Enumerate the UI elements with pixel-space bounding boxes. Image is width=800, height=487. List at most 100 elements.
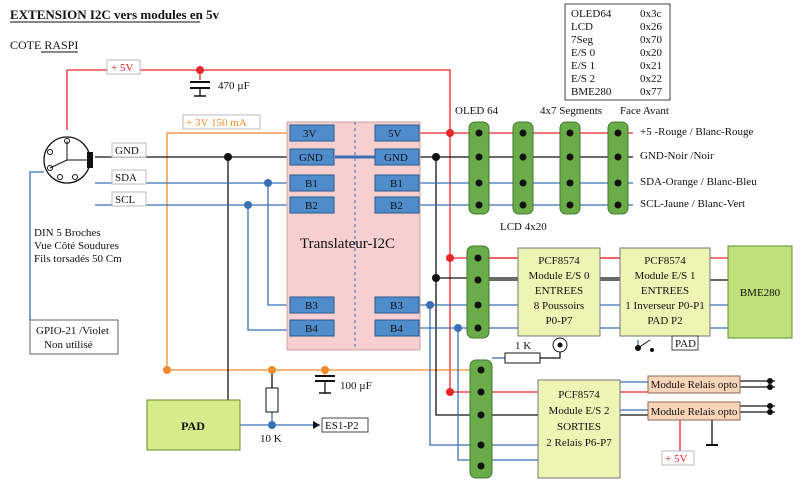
pcf-module-2: [537, 379, 621, 479]
din-scl-box: [111, 191, 147, 207]
page-title: EXTENSION I2C vers modules en 5v: [10, 7, 220, 22]
din-note: Vue Côté Soudures: [34, 240, 119, 252]
din-sda-box: [111, 169, 147, 185]
pin-label: 5V: [388, 128, 402, 140]
junctions: [163, 66, 462, 429]
pad-label: PAD: [181, 419, 205, 433]
module-line: SORTIES: [557, 421, 601, 433]
resistor-10k-icon: [265, 387, 279, 413]
bme280-module: [727, 245, 793, 339]
resistor-label: 1 K: [515, 340, 531, 352]
din-connector: [43, 136, 93, 184]
module-line: PCF8574: [558, 389, 600, 401]
addr-name: OLED64: [571, 8, 612, 20]
wire-color-legend: SDA-Orange / Blanc-Bleu: [640, 176, 757, 188]
pin-label: B2: [390, 200, 403, 212]
pin-label: B4: [305, 323, 318, 335]
wire-color-legend: SCL-Jaune / Blanc-Vert: [640, 198, 745, 210]
es1-box: [321, 417, 369, 433]
module-line: P0-P7: [546, 315, 573, 327]
addr-name: E/S 0: [571, 47, 596, 59]
pin-label: B3: [305, 300, 318, 312]
module-line: 1 Inverseur P0-P1: [625, 300, 704, 312]
relay-v5-box: [661, 450, 695, 466]
pin-label: GND: [299, 152, 323, 164]
resistor-label: 10 K: [260, 433, 282, 445]
bme280-label: BME280: [740, 287, 781, 299]
pad-small-label: PAD: [675, 338, 696, 350]
addr-name: E/S 1: [571, 60, 595, 72]
face-connector: [607, 121, 629, 215]
pin-label: B4: [390, 323, 403, 335]
lcd-connector: [512, 121, 534, 215]
gpio-label: GPIO-21 /Violet: [36, 325, 109, 337]
green-connectors: [466, 121, 629, 479]
es1-label: ES1-P2: [325, 420, 359, 432]
relay-terminals: [767, 378, 773, 415]
pin-label: B1: [390, 178, 403, 190]
addr-value: 0x21: [640, 60, 662, 72]
capacitor-470uf: 470 µF: [190, 80, 250, 97]
module-line: Module E/S 0: [528, 270, 590, 282]
din-note: DIN 5 Broches: [34, 227, 101, 239]
din-sda-label: SDA: [115, 172, 137, 184]
addr-value: 0x70: [640, 34, 663, 46]
addr-value: 0x77: [640, 86, 663, 98]
pcf-module-1: [619, 247, 711, 337]
v5-label-box: [106, 59, 141, 75]
module-line: PCF8574: [538, 255, 580, 267]
relay-module-1: [647, 375, 741, 394]
pin-label: B3: [390, 300, 403, 312]
capacitor-label: 470 µF: [218, 80, 250, 92]
pcf-module-0: [517, 247, 601, 337]
module-line: 2 Relais P6-P7: [546, 437, 612, 449]
face-label: Face Avant: [620, 105, 669, 117]
relay-v5-label: + 5V: [665, 453, 687, 465]
v3-label: + 3V 150 mA: [186, 117, 247, 129]
pin-label: B2: [305, 200, 318, 212]
addr-value: 0x20: [640, 47, 663, 59]
seg-label: 4x7 Segments: [540, 105, 602, 117]
address-table-rows: OLED64 0x3c LCD 0x26 7Seg 0x70 E/S 0 0x2…: [571, 8, 663, 98]
relay-bus-connector: [469, 359, 493, 479]
connector-pins: [474, 129, 622, 470]
addr-value: 0x22: [640, 73, 662, 85]
module-line: Module E/S 1: [634, 270, 695, 282]
din-note: Fils torsadés 50 Cm: [34, 253, 122, 265]
gpio-box: [29, 319, 119, 355]
module-line: Module E/S 2: [548, 405, 609, 417]
addr-value: 0x3c: [640, 8, 662, 20]
module-line: PAD P2: [647, 315, 682, 327]
wire-color-legend: GND-Noir /Noir: [640, 150, 714, 162]
lcd-label: LCD 4x20: [500, 221, 547, 233]
relay-label: Module Relais opto: [651, 379, 738, 391]
oled-label: OLED 64: [455, 105, 499, 117]
din-gnd-box: [111, 142, 147, 158]
seg-connector: [559, 121, 581, 215]
module-bus-connector: [466, 245, 490, 339]
arrow-head-icon: [313, 421, 320, 429]
oled-connector: [468, 121, 490, 215]
din-scl-label: SCL: [115, 194, 135, 206]
page-subtitle: COTE RASPI: [10, 38, 78, 52]
wire-color-legend: +5 -Rouge / Blanc-Rouge: [640, 126, 754, 138]
pin-label: 3V: [303, 128, 317, 140]
address-table: [564, 3, 671, 101]
translator-left-pins: 3V GND B1 B2 B3 B4: [289, 124, 335, 337]
v5-label: + 5V: [111, 62, 133, 74]
relay-module-2: [647, 401, 741, 421]
resistor-1k-icon: [504, 352, 541, 364]
module-line: ENTREES: [535, 285, 583, 297]
relay-label: Module Relais opto: [651, 406, 738, 418]
translator-title: Translateur-I2C: [300, 236, 395, 252]
module-line: ENTREES: [641, 285, 689, 297]
gpio-note: Non utilisé: [44, 339, 93, 351]
capacitor-100uf: 100 µF: [315, 370, 372, 394]
addr-name: 7Seg: [571, 34, 594, 46]
v3-label-box: [182, 114, 261, 130]
din-gnd-label: GND: [115, 145, 139, 157]
pin-label: GND: [384, 152, 408, 164]
addr-name: LCD: [571, 21, 593, 33]
